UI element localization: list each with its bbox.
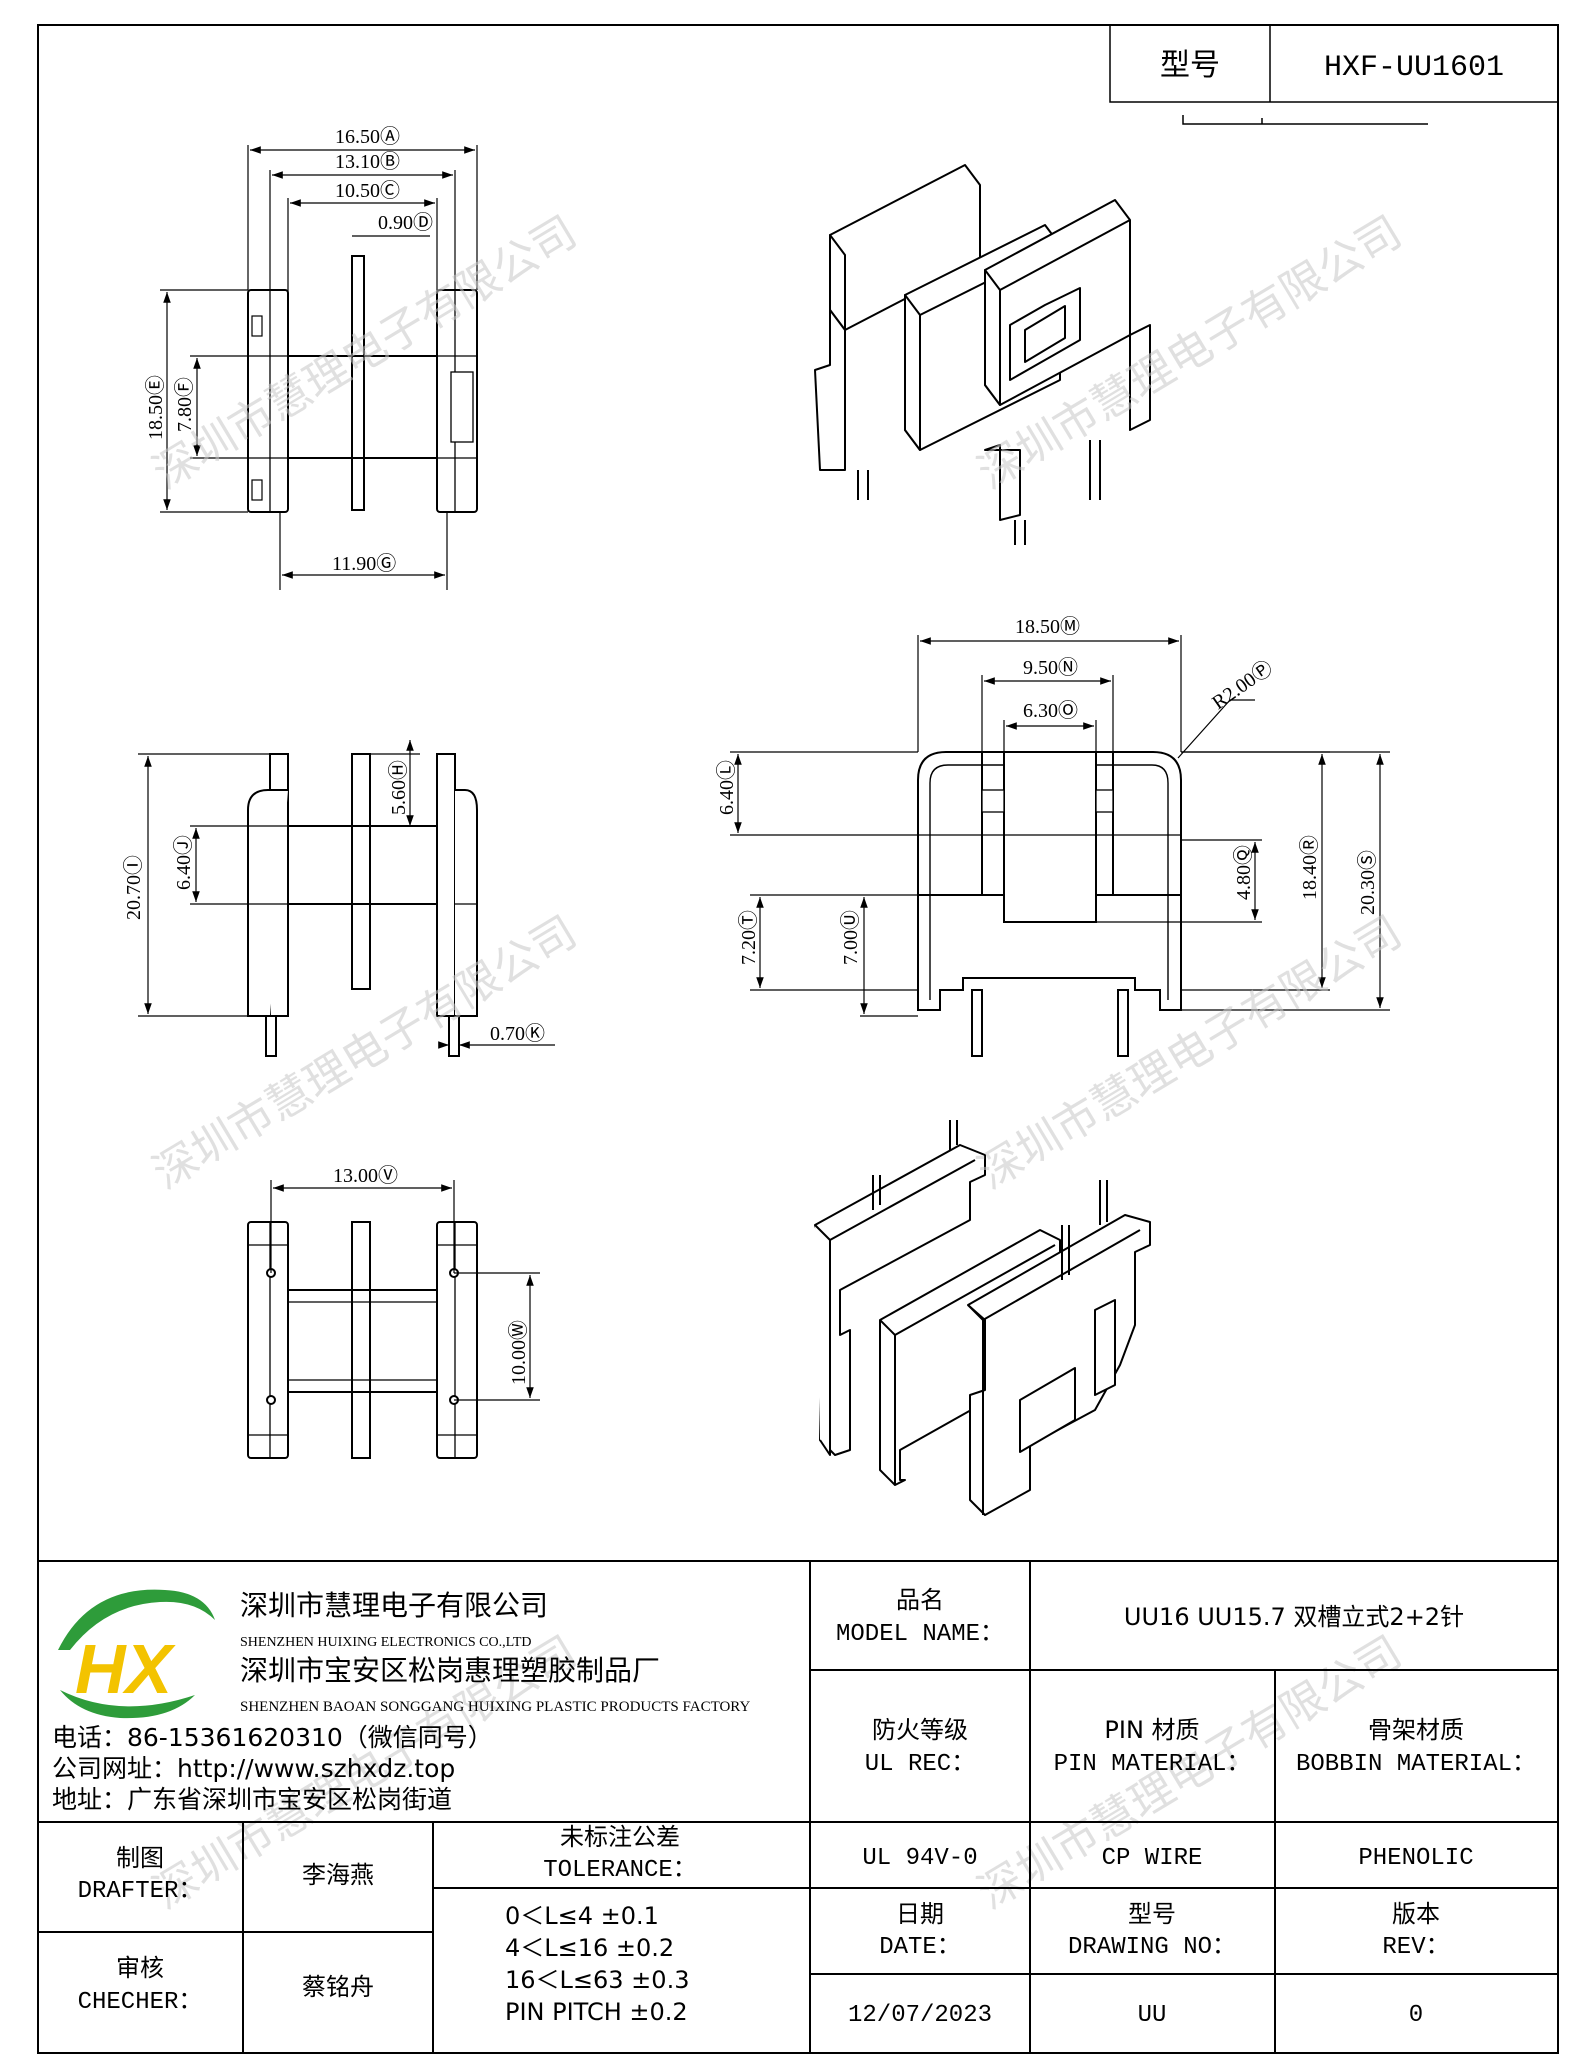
- dim-m: 18.50Ⓜ: [1015, 615, 1080, 638]
- side-view-labels: 20.70Ⓘ 6.40Ⓙ 5.60Ⓗ 0.70Ⓚ: [122, 760, 545, 1045]
- front-view-labels: 18.50Ⓜ 9.50Ⓝ 6.30Ⓞ R2.00Ⓟ 6.40Ⓛ 4.80Ⓠ 18…: [715, 615, 1379, 965]
- fire-rating-label-cn: 防火等级: [872, 1716, 968, 1744]
- model-value: HXF-UU1601: [1324, 51, 1504, 85]
- sheet-border: [37, 24, 1559, 2054]
- pin-material-label-en: PIN MATERIAL：: [1054, 1751, 1251, 1778]
- dim-q: 4.80Ⓠ: [1232, 845, 1255, 900]
- front-view-dimensions: [730, 635, 1390, 1017]
- iso-view-lower: [814, 1120, 1151, 1516]
- pin-material-value: CP WIRE: [1102, 1845, 1203, 1872]
- company-phone: 电话：86-15361620310（微信同号）: [52, 1723, 493, 1752]
- company-website: 公司网址：http://www.szhxdz.top: [52, 1754, 455, 1783]
- title-block-cells: 品名 MODEL NAME： UU16 UU15.7 双槽立式2+2针 防火等级…: [78, 1586, 1536, 2029]
- dim-k: 0.70Ⓚ: [490, 1022, 545, 1045]
- model-name-label-en: MODEL NAME：: [836, 1621, 1004, 1648]
- factory-name-cn: 深圳市宝安区松岗惠理塑胶制品厂: [240, 1654, 660, 1687]
- checker-label-cn: 审核: [116, 1954, 164, 1982]
- checker-label-en: CHECHER：: [78, 1989, 203, 2016]
- tolerance-list: 0＜L≤4 ±0.1 4＜L≤16 ±0.2 16＜L≤63 ±0.3 PIN …: [505, 1902, 689, 2026]
- checker-value: 蔡铭舟: [302, 1973, 374, 2001]
- tolerance-label-cn: 未标注公差: [560, 1823, 680, 1851]
- bobbin-material-label-en: BOBBIN MATERIAL：: [1296, 1751, 1536, 1778]
- front-view: [917, 751, 1182, 1057]
- dim-a: 16.50Ⓐ: [335, 125, 400, 148]
- dim-l: 6.40Ⓛ: [715, 760, 738, 815]
- drafter-value: 李海燕: [302, 1861, 374, 1889]
- dim-i: 20.70Ⓘ: [122, 855, 145, 920]
- title-block-grid: [38, 1560, 1558, 2053]
- bobbin-material-label-cn: 骨架材质: [1368, 1716, 1464, 1744]
- side-view: [247, 753, 478, 1057]
- dim-j: 6.40Ⓙ: [172, 835, 195, 890]
- rev-label-cn: 版本: [1392, 1900, 1440, 1928]
- drafter-label-cn: 制图: [116, 1844, 164, 1872]
- model-name-value: UU16 UU15.7 双槽立式2+2针: [1124, 1603, 1464, 1631]
- drawing-no-value: UU: [1138, 2002, 1167, 2029]
- date-label-cn: 日期: [896, 1900, 944, 1928]
- top-view-dimensions: [160, 145, 478, 590]
- model-name-label-cn: 品名: [896, 1586, 944, 1614]
- rev-label-en: REV：: [1382, 1934, 1449, 1961]
- pin-material-label-cn: PIN 材质: [1104, 1716, 1199, 1744]
- fire-rating-label-en: UL REC：: [865, 1751, 975, 1778]
- dim-e: 18.50Ⓔ: [144, 375, 167, 440]
- dim-b: 13.10Ⓑ: [335, 150, 400, 173]
- dim-g: 11.90Ⓖ: [332, 552, 396, 575]
- dim-v: 13.00Ⓥ: [333, 1164, 398, 1187]
- top-view-labels: 16.50Ⓐ 13.10Ⓑ 10.50Ⓒ 0.90Ⓓ 18.50Ⓔ 7.80Ⓕ …: [144, 125, 433, 575]
- date-value: 12/07/2023: [848, 2002, 992, 2029]
- drawing-no-label-en: DRAWING NO：: [1068, 1934, 1236, 1961]
- company-name-en: SHENZHEN HUIXING ELECTRONICS CO.,LTD: [240, 1635, 532, 1650]
- company-logo: HX: [58, 1589, 215, 1719]
- dim-f: 7.80Ⓕ: [173, 377, 196, 432]
- model-label: 型号: [1160, 48, 1220, 83]
- bobbin-material-value: PHENOLIC: [1358, 1845, 1473, 1872]
- tolerance-label-en: TOLERANCE：: [543, 1857, 697, 1884]
- fire-rating-value: UL 94V-0: [862, 1845, 977, 1872]
- bottom-view-dimensions: [270, 1180, 540, 1401]
- dim-s: 20.30Ⓢ: [1356, 850, 1379, 915]
- tolerance-line: 0＜L≤4 ±0.1: [505, 1902, 659, 1930]
- top-view: [247, 255, 478, 513]
- dim-r: 18.40Ⓡ: [1298, 835, 1321, 900]
- drafter-label-en: DRAFTER：: [78, 1878, 203, 1905]
- dim-p: R2.00Ⓟ: [1208, 656, 1277, 714]
- bottom-view-labels: 13.00Ⓥ 10.00Ⓦ: [333, 1164, 530, 1385]
- tolerance-line: 4＜L≤16 ±0.2: [505, 1934, 674, 1962]
- dim-t: 7.20Ⓣ: [737, 910, 760, 965]
- factory-name-en: SHENZHEN BAOAN SONGGANG HUIXING PLASTIC …: [240, 1699, 750, 1715]
- dim-d: 0.90Ⓓ: [378, 211, 433, 234]
- dim-c: 10.50Ⓒ: [335, 179, 400, 202]
- rev-value: 0: [1409, 2002, 1423, 2029]
- side-view-dimensions: [138, 740, 555, 1049]
- tolerance-line: 16＜L≤63 ±0.3: [505, 1966, 689, 1994]
- dim-n: 9.50Ⓝ: [1023, 656, 1078, 679]
- company-address: 地址：广东省深圳市宝安区松岗街道: [52, 1785, 452, 1814]
- iso-view-upper: [814, 164, 1151, 545]
- dim-o: 6.30Ⓞ: [1023, 699, 1078, 722]
- bottom-view: [247, 1221, 478, 1459]
- logo-text: HX: [75, 1630, 177, 1708]
- date-label-en: DATE：: [879, 1934, 961, 1961]
- dim-h: 5.60Ⓗ: [387, 760, 410, 815]
- tolerance-line: PIN PITCH ±0.2: [505, 1998, 688, 2026]
- company-name-cn: 深圳市慧理电子有限公司: [240, 1589, 548, 1622]
- model-box: 型号 HXF-UU1601: [1109, 24, 1559, 125]
- dim-u: 7.00Ⓤ: [839, 910, 862, 965]
- drawing-no-label-cn: 型号: [1128, 1900, 1176, 1928]
- company-info: 深圳市慧理电子有限公司 SHENZHEN HUIXING ELECTRONICS…: [52, 1589, 750, 1814]
- dim-w: 10.00Ⓦ: [507, 1320, 530, 1385]
